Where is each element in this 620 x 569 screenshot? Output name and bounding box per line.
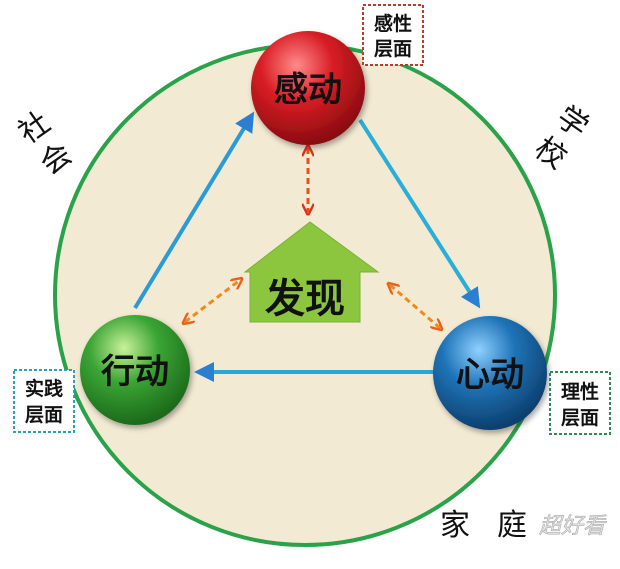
context-label-right: 学 校 — [528, 99, 594, 176]
node-top-label: 感动 — [274, 70, 342, 110]
node-top — [251, 31, 365, 145]
arrow-left-to-top — [133, 111, 255, 310]
context-label-bottom: 家 庭 — [440, 508, 527, 543]
layer-tag-top-line1: 感性 — [374, 12, 412, 35]
arrow-top-to-right — [358, 118, 481, 309]
node-right-label: 心动 — [456, 355, 524, 395]
dashed-arrow-left-center — [185, 280, 240, 322]
layer-tag-left-line2: 层面 — [25, 404, 63, 426]
layer-tag-top-line2: 层面 — [374, 38, 412, 60]
node-right — [433, 316, 547, 430]
watermark: 超好看 — [539, 514, 607, 539]
center-house-shape — [243, 221, 380, 323]
layer-tag-top: 感性 层面 — [362, 4, 424, 66]
center-label: 发现 — [265, 276, 345, 322]
layer-tag-right-line1: 理性 — [561, 380, 599, 403]
layer-tag-right: 理性 层面 — [549, 371, 611, 435]
node-left-label: 行动 — [101, 352, 169, 392]
dashed-arrow-right-center — [390, 285, 440, 328]
context-label-bottom-char1: 家 — [440, 508, 470, 543]
layer-tag-left: 实践 层面 — [13, 369, 75, 433]
node-left — [80, 315, 190, 425]
context-label-left: 社 会 — [12, 105, 78, 182]
layer-tag-right-line2: 层面 — [561, 407, 599, 429]
layer-tag-left-line1: 实践 — [25, 377, 63, 400]
context-label-bottom-char2: 庭 — [497, 508, 527, 543]
